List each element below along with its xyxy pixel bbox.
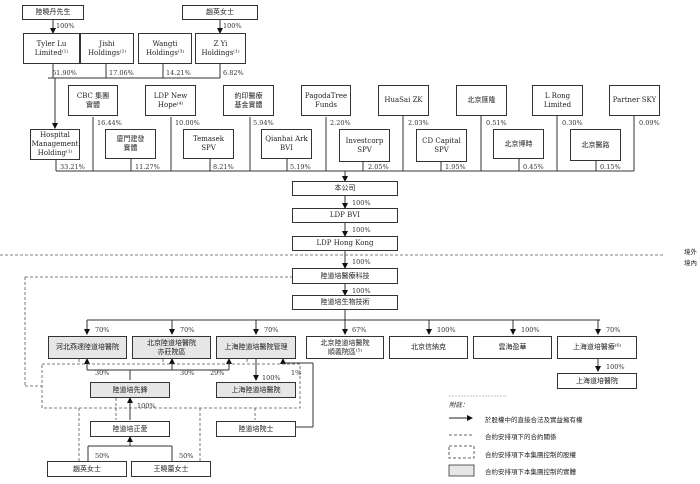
pct-bjsy: 67% xyxy=(352,326,367,334)
pct-tyler: 61.90% xyxy=(52,69,77,77)
pct-pioneer-hebei: 30% xyxy=(95,369,110,377)
pct-yuanshi: 1% xyxy=(291,369,302,377)
legend-grey-box-icon xyxy=(448,464,475,477)
legend-title: 附註： xyxy=(449,401,469,409)
node-ldp-hong-kong: LDP Hong Kong xyxy=(292,236,398,251)
legend-dashed-box-icon xyxy=(448,445,475,459)
pct-investcorp: 2.05% xyxy=(368,163,389,171)
node-sh-lu-hospital: 上海陸道培醫院 xyxy=(216,382,296,398)
node-ldp-bvi: LDP BVI xyxy=(292,208,398,223)
pct-zhengai-to-pioneer: 100% xyxy=(137,402,156,410)
holder-lu-xiaodan: 陸曉丹先生 xyxy=(22,5,84,20)
pct-temasek: 8.21% xyxy=(213,163,234,171)
node-sh-daopei-medical: 上海道培醫療⁽⁶⁾ xyxy=(557,336,637,359)
legend-item-arrow: 於股權中的直接合法及實益擁有權 xyxy=(485,416,583,424)
node-zyi: Z Yi Holdings⁽¹⁾ xyxy=(195,33,246,64)
pct-wangti: 14.21% xyxy=(166,69,191,77)
node-sh-hospital-mgmt: 上海陸道培醫院管理 xyxy=(216,336,296,359)
node-huasai: HuaSai ZK xyxy=(378,85,429,116)
pct-ldp-new-hope: 10.00% xyxy=(175,119,200,127)
node-investcorp: Investcorp SPV xyxy=(339,129,390,162)
node-ldp-biotech: 陸道培生物技術 xyxy=(292,295,398,310)
node-cd-capital: CD Capital SPV xyxy=(416,129,467,162)
node-ldp-new-hope: LDP New Hope⁽⁴⁾ xyxy=(145,85,196,116)
legend-item-dashed-box: 合約安排項下本集團控制的股權 xyxy=(485,451,576,459)
pct-cd-capital: 1.95% xyxy=(445,163,466,171)
node-cbc: CBC 集團 實體 xyxy=(68,85,118,116)
node-bj-yilu: 北京醫路 xyxy=(570,129,621,161)
node-pagodatree: PagodaTree Funds xyxy=(301,85,351,116)
node-hospital-mgmt-holding: Hospital Management Holding⁽¹⁾ xyxy=(30,129,80,160)
node-bj-xinnake: 北京信納克 xyxy=(389,336,468,359)
pct-bjyz: 70% xyxy=(180,326,195,334)
pct-bj-bohua: 0.45% xyxy=(523,163,544,171)
pct-company-to-ldpbvi: 100% xyxy=(352,199,371,207)
node-wangti: Wangti Holdings⁽³⁾ xyxy=(138,33,192,64)
legend-item-grey-box: 合約安排項下本集團控制的實體 xyxy=(485,468,576,476)
pct-wang-zhengai: 50% xyxy=(179,452,194,460)
node-l-rong: L Rong Limited xyxy=(532,85,583,116)
pct-pagodatree: 2.20% xyxy=(330,119,351,127)
node-yunhai-yinghua: 雲海盈華 xyxy=(473,336,552,359)
node-wang-xiaolei: 王曉蕾女士 xyxy=(131,461,211,477)
pct-ldphk-to-tech: 100% xyxy=(352,258,371,266)
pct-zyi: 6.82% xyxy=(223,69,244,77)
node-partner-sky: Partner SKY xyxy=(609,85,660,116)
pct-jpm-fund: 5.94% xyxy=(253,119,274,127)
node-bj-bohua: 北京博時 xyxy=(493,129,544,159)
node-tyler-lu: Tyler Lu Limited⁽¹⁾ xyxy=(23,33,80,64)
node-qianhai-ark: Qianhai Ark BVI xyxy=(261,129,312,159)
node-temasek: Temasek SPV xyxy=(183,129,234,159)
node-ldp-pioneer: 陸道培先鋒 xyxy=(90,382,170,398)
pct-hmh: 33.21% xyxy=(60,163,85,171)
node-bj-shunyi: 北京陸道培醫院 順義院區⁽⁵⁾ xyxy=(306,336,384,359)
pct-zhao-to-zyi: 100% xyxy=(223,22,242,30)
pct-xiamen: 11.27% xyxy=(135,163,160,171)
pct-partner-sky: 0.09% xyxy=(639,119,660,127)
pct-bj-huilong: 0.51% xyxy=(486,119,507,127)
pct-sh-lu-hospital: 100% xyxy=(262,374,281,382)
legend-item-dashed: 合約安排項下的合約關係 xyxy=(485,433,557,441)
pct-pioneer-shmgmt: 29% xyxy=(210,369,225,377)
node-bj-yizhuang: 北京陸道培醫院 亦莊院區 xyxy=(132,336,211,359)
pct-shdpyl: 70% xyxy=(606,326,621,334)
node-ldp-zhengai: 陸道培正愛 xyxy=(90,421,170,437)
pct-zhao-zhengai: 50% xyxy=(95,452,110,460)
pct-qianhai: 5.19% xyxy=(290,163,311,171)
pct-hebei: 70% xyxy=(95,326,110,334)
node-ldp-medical-tech: 陸道培醫療科技 xyxy=(292,268,398,284)
node-company: 本公司 xyxy=(292,181,398,196)
pct-yhyh: 100% xyxy=(521,326,540,334)
node-sh-daopei-hospital: 上海道培醫院 xyxy=(557,373,637,389)
pct-shmgmt: 70% xyxy=(264,326,279,334)
pct-pioneer-bjyz: 30% xyxy=(180,369,195,377)
pct-ldpbvi-to-ldphk: 100% xyxy=(352,226,371,234)
node-bj-huilong: 北京匯隆 xyxy=(456,85,507,116)
pct-bjxny: 100% xyxy=(437,326,456,334)
pct-l-rong: 0.30% xyxy=(562,119,583,127)
node-ldp-yuanshi: 陸道培院士 xyxy=(216,421,296,437)
node-zhao-ying-2: 趙英女士 xyxy=(47,461,127,477)
node-jpm-fund: 約印醫療 基金實體 xyxy=(223,85,274,116)
pct-jishi: 17.06% xyxy=(109,69,134,77)
pct-huasai: 2.03% xyxy=(408,119,429,127)
label-offshore: 境外 xyxy=(684,248,697,256)
node-jishi: Jishi Holdings⁽²⁾ xyxy=(80,33,134,64)
label-onshore: 境內 xyxy=(684,259,697,267)
pct-lu-to-tyler: 100% xyxy=(56,22,75,30)
pct-cbc: 16.44% xyxy=(97,119,122,127)
pct-tech-to-bio: 100% xyxy=(352,287,371,295)
pct-bj-yilu: 0.15% xyxy=(600,163,621,171)
node-xiamen-jianfa: 廈門建發 實體 xyxy=(105,129,156,159)
holder-zhao-ying: 趙英女士 xyxy=(182,5,258,20)
node-hebei-yanda: 河北燕達陸道培醫院 xyxy=(48,336,127,359)
pct-sh-daopei-hospital: 100% xyxy=(606,363,625,371)
